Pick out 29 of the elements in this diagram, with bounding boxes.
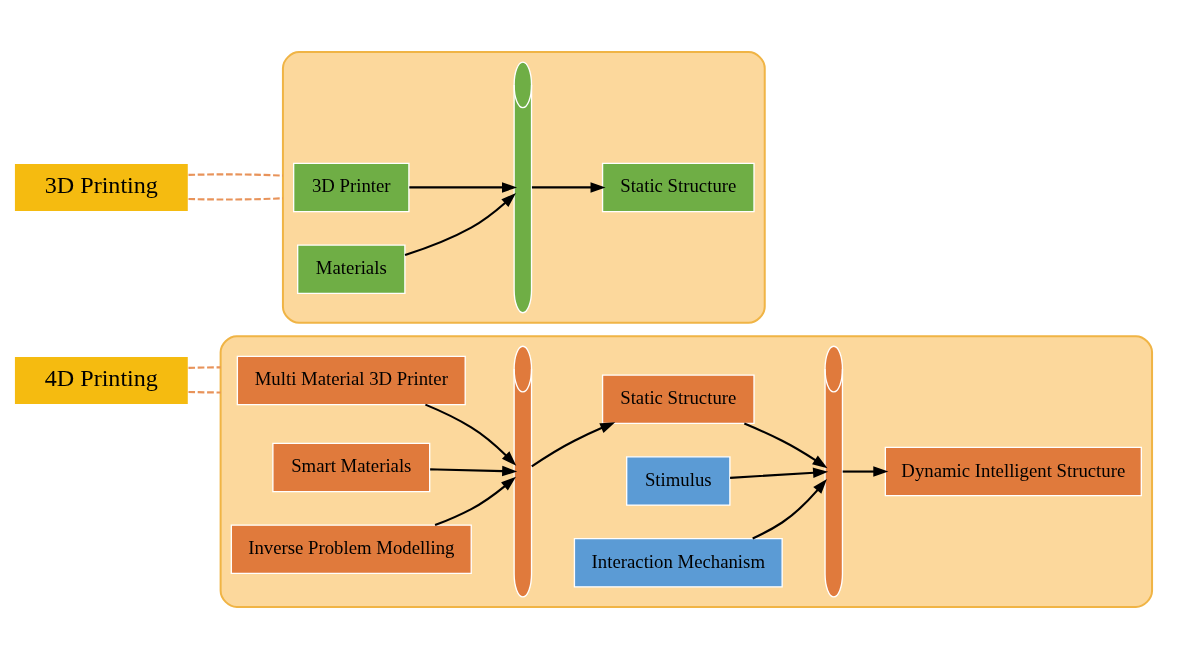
arrow xyxy=(531,181,606,193)
cluster xyxy=(219,334,1154,608)
connector xyxy=(188,172,283,177)
node-box: 3D Printing xyxy=(13,162,190,212)
node-box: Stimulus xyxy=(626,455,731,506)
node-box: 3D Printer xyxy=(293,162,410,212)
node-box: Smart Materials xyxy=(272,442,431,492)
arrow xyxy=(430,465,518,476)
cluster xyxy=(281,50,766,324)
arrow xyxy=(752,478,827,539)
node-box: Multi Material 3D Printer xyxy=(236,355,466,405)
connector xyxy=(188,196,283,201)
arrow xyxy=(743,422,828,468)
arrow xyxy=(434,476,516,526)
arrow xyxy=(730,467,829,479)
arrow xyxy=(409,181,518,193)
node-box: Static Structure xyxy=(601,373,755,424)
node-box: Materials xyxy=(297,243,406,294)
connector xyxy=(188,390,221,394)
node-box: Static Structure xyxy=(601,162,755,212)
connector xyxy=(188,365,221,369)
node-box: 4D Printing xyxy=(13,355,190,405)
node-box: Inverse Problem Modelling xyxy=(230,524,472,574)
arrow xyxy=(842,465,889,477)
arrow xyxy=(425,403,517,466)
node-box: Interaction Mechanism xyxy=(573,537,783,587)
node-box: Dynamic Intelligent Structure xyxy=(884,446,1142,496)
arrow xyxy=(404,192,516,256)
arrow xyxy=(531,421,616,467)
